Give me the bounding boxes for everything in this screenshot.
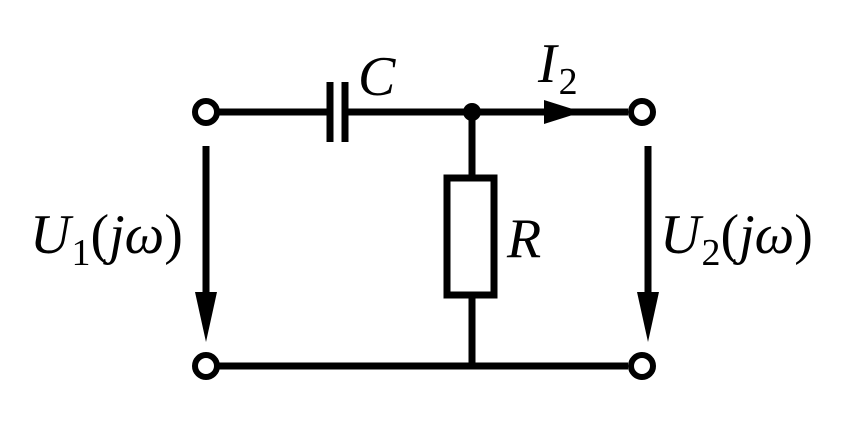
resistor-symbol bbox=[443, 174, 498, 299]
input-terminal-bottom bbox=[192, 352, 220, 380]
input-voltage-open-paren: ( bbox=[90, 204, 109, 266]
output-voltage-open-paren: ( bbox=[720, 204, 739, 266]
output-voltage-label: U2(jω) bbox=[660, 204, 813, 274]
output-voltage-omega: ω bbox=[755, 204, 795, 266]
output-voltage-arrow-icon bbox=[637, 146, 659, 342]
current-symbol: I bbox=[537, 33, 559, 95]
output-voltage-symbol: U bbox=[660, 204, 704, 266]
output-terminal-bottom bbox=[628, 352, 656, 380]
input-voltage-symbol: U bbox=[30, 204, 74, 266]
current-arrow-icon bbox=[544, 100, 582, 124]
input-voltage-omega: ω bbox=[125, 204, 165, 266]
current-subscript: 2 bbox=[559, 61, 578, 103]
capacitor-label: C bbox=[358, 46, 396, 108]
input-terminal-top bbox=[192, 98, 220, 126]
input-voltage-j: j bbox=[103, 204, 125, 266]
input-voltage-close-paren: ) bbox=[164, 204, 183, 266]
output-voltage-close-paren: ) bbox=[794, 204, 813, 266]
input-voltage-label: U1(jω) bbox=[30, 204, 183, 274]
current-label: I2 bbox=[537, 33, 578, 103]
input-voltage-subscript: 1 bbox=[71, 232, 90, 274]
input-voltage-arrow-icon bbox=[195, 146, 217, 342]
capacitor-symbol bbox=[326, 82, 349, 142]
output-voltage-subscript: 2 bbox=[701, 232, 720, 274]
resistor-label: R bbox=[506, 208, 541, 270]
output-voltage-j: j bbox=[733, 204, 755, 266]
output-terminal-top bbox=[628, 98, 656, 126]
